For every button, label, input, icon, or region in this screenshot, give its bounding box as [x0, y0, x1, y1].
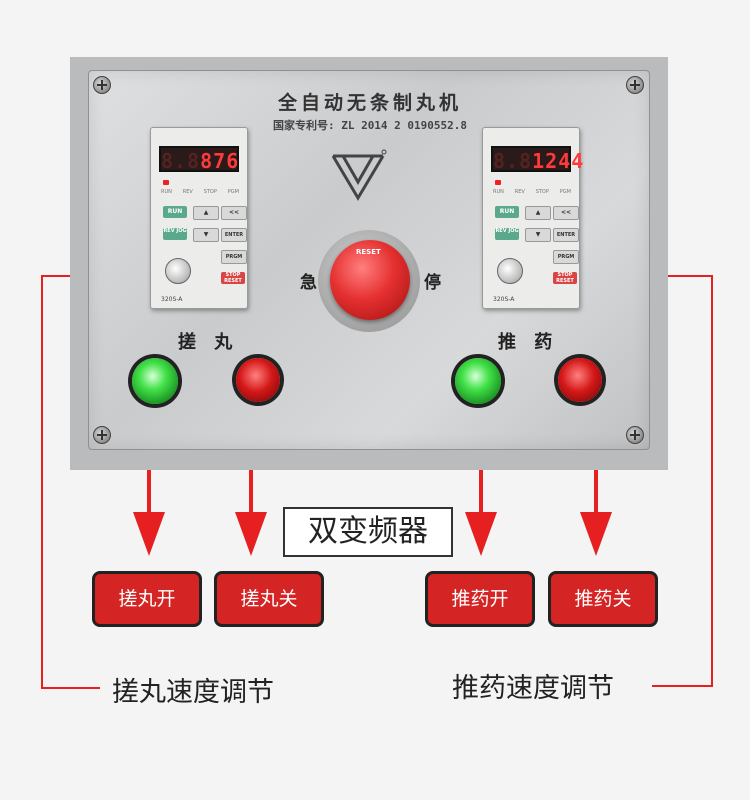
run-button[interactable]: RUN: [495, 206, 519, 218]
shift-button[interactable]: <<: [221, 206, 247, 220]
screw-icon: [626, 76, 644, 94]
run-indicator-led: [163, 180, 169, 185]
up-arrow-button[interactable]: ▲: [193, 206, 219, 220]
brand-logo-icon: [331, 149, 387, 201]
stop-reset-button[interactable]: STOP RESET: [221, 272, 245, 284]
estop-label-right: 停: [424, 273, 441, 293]
up-arrow-button[interactable]: ▲: [525, 206, 551, 220]
screw-icon: [93, 426, 111, 444]
arrowhead-left-red: [235, 512, 267, 556]
down-arrow-button[interactable]: ▼: [525, 228, 551, 242]
arrowhead-right-green: [465, 512, 497, 556]
panel-title: 全自动无条制丸机: [277, 92, 462, 114]
patent-number: 国家专利号: ZL 2014 2 0190552.8: [272, 119, 468, 132]
enter-button[interactable]: ENTER: [221, 228, 247, 242]
prgm-button[interactable]: PRGM: [553, 250, 579, 264]
rev-jog-button[interactable]: REV JOG: [163, 228, 187, 240]
inverter-model: 320S-A: [161, 296, 183, 303]
red-pilot-light-left[interactable]: [236, 358, 280, 402]
emergency-stop-button[interactable]: RESET: [330, 240, 410, 320]
push-material-on-button[interactable]: 推药开: [425, 571, 535, 627]
red-pilot-light-right[interactable]: [558, 358, 602, 402]
speed-knob-right[interactable]: [497, 258, 523, 284]
rub-pill-on-button[interactable]: 搓丸开: [92, 571, 202, 627]
rev-jog-button[interactable]: REV JOG: [495, 228, 519, 240]
rub-speed-label: 搓丸速度调节: [112, 677, 274, 708]
arrowhead-right-red: [580, 512, 612, 556]
green-pilot-light-left[interactable]: [132, 358, 178, 404]
run-button[interactable]: RUN: [163, 206, 187, 218]
push-material-off-button[interactable]: 推药关: [548, 571, 658, 627]
inverter-left-display: 8.8876: [159, 146, 239, 173]
push-speed-label: 推药速度调节: [452, 673, 614, 704]
section-label-right: 推 药: [498, 332, 559, 353]
inverter-right-display: 8.81244: [491, 146, 583, 173]
screw-icon: [626, 426, 644, 444]
run-indicator-led: [495, 180, 501, 185]
enter-button[interactable]: ENTER: [553, 228, 579, 242]
rub-pill-off-button[interactable]: 搓丸关: [214, 571, 324, 627]
estop-label-left: 急: [300, 273, 317, 293]
prgm-button[interactable]: PRGM: [221, 250, 247, 264]
dual-inverter-label: 双变频器: [283, 507, 453, 557]
shift-button[interactable]: <<: [553, 206, 579, 220]
inverter-model: 320S-A: [493, 296, 515, 303]
section-label-left: 搓 丸: [178, 332, 239, 353]
estop-cap-text: RESET: [356, 248, 381, 256]
down-arrow-button[interactable]: ▼: [193, 228, 219, 242]
stop-reset-button[interactable]: STOP RESET: [553, 272, 577, 284]
screw-icon: [93, 76, 111, 94]
arrowhead-left-green: [133, 512, 165, 556]
green-pilot-light-right[interactable]: [455, 358, 501, 404]
speed-knob-left[interactable]: [165, 258, 191, 284]
